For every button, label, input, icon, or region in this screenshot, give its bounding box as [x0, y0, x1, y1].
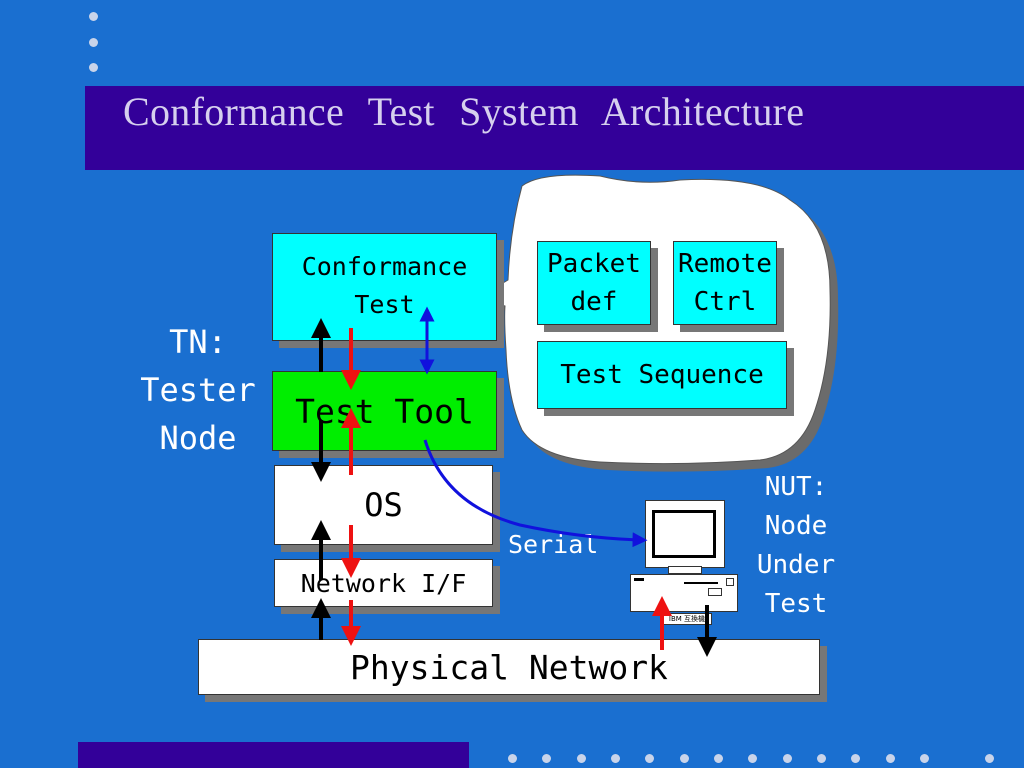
decor-dot — [886, 754, 895, 763]
decor-dot — [783, 754, 792, 763]
pc-tag: IBM 互換機 — [662, 613, 712, 625]
nut-label-line3: Under — [756, 550, 836, 580]
test-sequence-box: Test Sequence — [537, 341, 787, 409]
decor-dot — [89, 12, 98, 21]
nut-label-line2: Node — [764, 511, 828, 541]
decor-dot — [851, 754, 860, 763]
remote-ctrl-label-line1: Remote — [678, 249, 772, 279]
footer-bar — [78, 742, 469, 768]
decor-dot — [542, 754, 551, 763]
decor-dot — [508, 754, 517, 763]
packet-def-label-line2: def — [570, 287, 618, 317]
packet-def-box: Packet def — [537, 241, 651, 325]
physical-network-label: Physical Network — [350, 647, 668, 687]
tn-label-line3: Node — [159, 419, 237, 457]
test-sequence-label: Test Sequence — [560, 360, 764, 390]
network-if-label: Network I/F — [300, 568, 467, 598]
title-bar: Conformance Test System Architecture — [85, 86, 1024, 170]
decor-dot — [920, 754, 929, 763]
decor-dot — [577, 754, 586, 763]
test-tool-label: Test Tool — [295, 391, 474, 431]
decor-dot — [89, 38, 98, 47]
decor-dot — [645, 754, 654, 763]
decor-dot — [817, 754, 826, 763]
os-label: OS — [364, 486, 403, 524]
conformance-test-label-line1: Conformance — [301, 252, 468, 281]
physical-network-box: Physical Network — [198, 639, 820, 695]
decor-dot — [611, 754, 620, 763]
tn-label-line1: TN: — [169, 323, 227, 361]
nut-label: NUT: Node Under Test — [740, 468, 852, 624]
nut-label-line4: Test — [764, 589, 828, 619]
conformance-test-label-line2: Test — [354, 290, 415, 319]
decor-dot — [985, 754, 994, 763]
page-title: Conformance Test System Architecture — [123, 89, 805, 134]
decor-dot — [748, 754, 757, 763]
serial-label: Serial — [508, 530, 599, 559]
os-box: OS — [274, 465, 493, 545]
packet-def-label-line1: Packet — [547, 249, 641, 279]
tn-label: TN: Tester Node — [128, 318, 268, 462]
tn-label-line2: Tester — [140, 371, 256, 409]
decor-dot — [89, 63, 98, 72]
decor-dot — [714, 754, 723, 763]
pc-icon: IBM 互換機 — [628, 500, 740, 630]
remote-ctrl-label-line2: Ctrl — [693, 287, 757, 317]
nut-label-line1: NUT: — [764, 472, 828, 502]
network-if-box: Network I/F — [274, 559, 493, 607]
decor-dot — [680, 754, 689, 763]
test-tool-box: Test Tool — [272, 371, 497, 451]
